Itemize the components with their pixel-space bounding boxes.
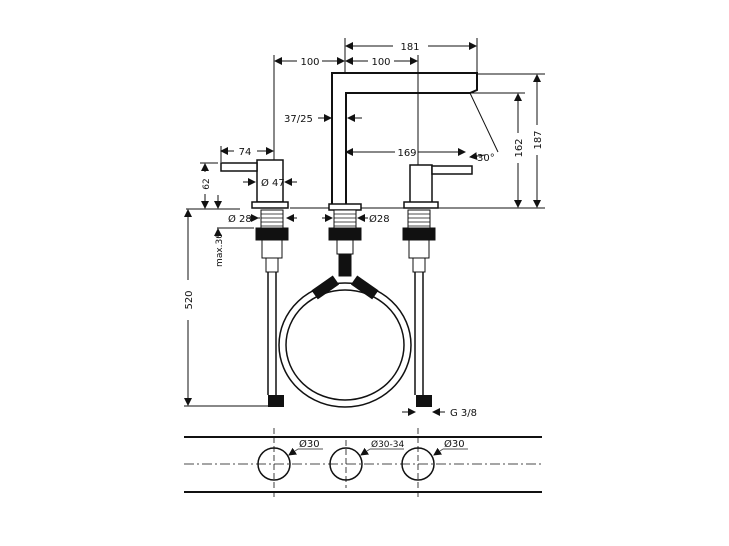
svg-text:100: 100: [300, 57, 319, 68]
svg-text:max.30: max.30: [215, 233, 225, 267]
dim-181: 181: [345, 42, 477, 53]
hole-label-right: Ø30: [433, 438, 468, 456]
svg-text:162: 162: [514, 138, 525, 157]
dim-g-3-8: G 3/8: [402, 408, 477, 419]
svg-text:187: 187: [533, 130, 544, 149]
dim-187: 187: [533, 74, 544, 208]
svg-text:Ø28: Ø28: [369, 213, 390, 225]
svg-text:181: 181: [400, 42, 419, 53]
dim-62: 62: [186, 162, 240, 210]
dim-100-left: 100: [274, 57, 345, 68]
svg-text:Ø30: Ø30: [299, 438, 320, 450]
svg-text:30°: 30°: [477, 153, 495, 164]
svg-text:Ø30-34: Ø30-34: [371, 439, 405, 450]
svg-text:Ø 28: Ø 28: [228, 213, 252, 225]
dim-diameter-28-center: Ø28: [322, 213, 390, 225]
svg-text:100: 100: [371, 57, 390, 68]
cutout-template: Ø30 Ø30-34 Ø30: [184, 428, 542, 500]
dim-37-25: 37/25: [284, 114, 362, 125]
svg-text:74: 74: [239, 147, 252, 158]
spout-base: [328, 203, 362, 211]
dim-diameter-28-left: Ø 28: [228, 213, 297, 225]
dim-diameter-47: Ø 47: [243, 177, 297, 189]
spout: [331, 72, 499, 210]
right-handle: [403, 164, 473, 209]
hole-label-left: Ø30: [288, 438, 323, 456]
center-valve-body: [328, 209, 362, 277]
dim-max-30: max.30: [214, 227, 254, 267]
dim-angle-30: 30°: [469, 152, 495, 164]
svg-text:169: 169: [397, 148, 416, 159]
dim-520: 520: [184, 209, 270, 407]
dim-169: 169: [345, 148, 466, 159]
left-valve-body: [255, 209, 289, 273]
dim-162: 162: [514, 93, 525, 208]
left-handle: [220, 159, 289, 209]
hole-label-center: Ø30-34: [360, 439, 405, 456]
svg-text:520: 520: [184, 290, 195, 309]
dim-100-right: 100: [345, 57, 418, 68]
svg-text:62: 62: [202, 178, 212, 189]
dim-74: 74: [220, 146, 274, 162]
svg-text:37/25: 37/25: [284, 114, 313, 125]
right-valve-body: [402, 209, 436, 273]
svg-text:Ø30: Ø30: [444, 438, 465, 450]
svg-text:Ø 47: Ø 47: [261, 177, 285, 189]
svg-text:G 3/8: G 3/8: [450, 408, 477, 419]
hose-connectors: [268, 275, 432, 407]
hoses: [267, 272, 424, 408]
